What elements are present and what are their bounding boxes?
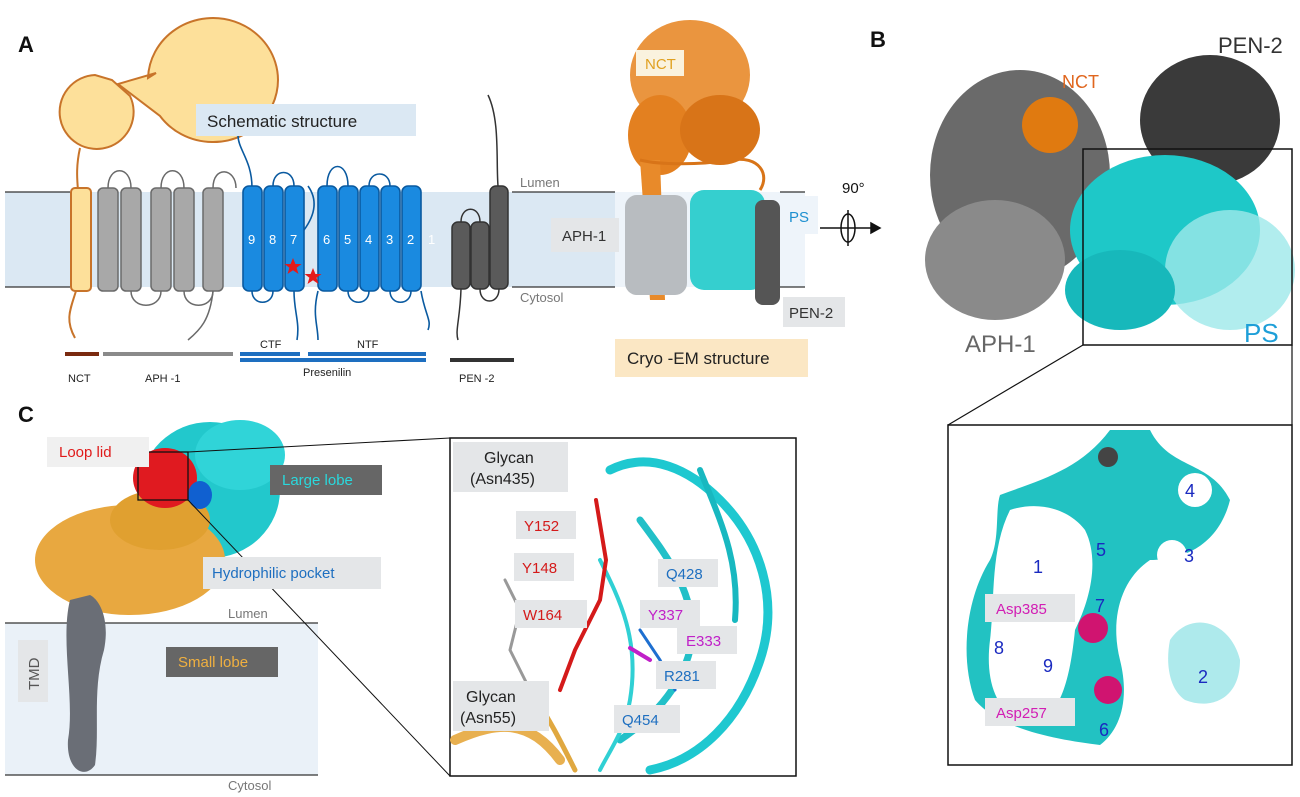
loop-lid-label-box — [47, 437, 149, 467]
svg-text:NTF: NTF — [357, 339, 379, 351]
lumen-label-c: Lumen — [228, 606, 268, 621]
surface-model-b — [925, 55, 1295, 330]
svg-text:6: 6 — [323, 232, 330, 247]
hydrophilic-label: Hydrophilic pocket — [212, 565, 335, 582]
lumen-label-a: Lumen — [520, 175, 560, 190]
membrane-band-c — [5, 623, 318, 775]
tmd-label: TMD — [26, 657, 43, 690]
svg-text:8: 8 — [994, 638, 1004, 658]
svg-text:Presenilin: Presenilin — [303, 367, 351, 379]
svg-text:2: 2 — [1198, 667, 1208, 687]
svg-text:5: 5 — [344, 232, 351, 247]
b-nct-label: NCT — [1062, 72, 1099, 92]
b-ps-label: PS — [1244, 318, 1279, 348]
svg-text:(Asn435): (Asn435) — [470, 471, 535, 488]
cryo-aph1-label-box — [551, 218, 619, 252]
svg-text:CTF: CTF — [260, 339, 282, 351]
tm-number-labels: 9 8 7 6 5 4 3 2 1 — [248, 232, 435, 247]
svg-text:4: 4 — [1185, 481, 1195, 501]
svg-text:8: 8 — [269, 232, 276, 247]
loop-lid-label: Loop lid — [59, 444, 112, 461]
svg-text:3: 3 — [1184, 546, 1194, 566]
svg-text:NCT: NCT — [68, 373, 91, 385]
tmd-label-box — [18, 640, 48, 702]
b-aph1-label: APH-1 — [965, 331, 1036, 358]
rotation-label: 90° — [842, 180, 865, 197]
svg-text:Y337: Y337 — [648, 607, 683, 624]
c-inset-labels: Glycan (Asn435) Y152 Y148 W164 Q428 Y337… — [453, 442, 737, 733]
svg-text:Q454: Q454 — [622, 712, 659, 729]
svg-text:3: 3 — [386, 232, 393, 247]
active-site-star-icon — [284, 258, 322, 284]
cryo-nct-label: NCT — [645, 56, 676, 73]
svg-text:APH -1: APH -1 — [145, 373, 180, 385]
svg-text:Q428: Q428 — [666, 566, 703, 583]
small-lobe-label: Small lobe — [178, 654, 248, 671]
b-inset-cross-section — [966, 430, 1240, 745]
hydrophilic-label-box — [203, 557, 381, 589]
svg-text:W164: W164 — [523, 607, 562, 624]
cryo-title: Cryo -EM structure — [627, 349, 770, 368]
cryo-title-box — [615, 339, 808, 377]
surface-model-c — [35, 420, 285, 772]
asp257-label: Asp257 — [996, 705, 1047, 722]
asp257-label-box — [985, 698, 1075, 726]
panel-label-a: A — [18, 32, 34, 57]
cryo-pen2-label: PEN-2 — [789, 305, 833, 322]
svg-text:9: 9 — [1043, 656, 1053, 676]
presenilin-schematic — [237, 134, 430, 341]
svg-text:2: 2 — [407, 232, 414, 247]
cryo-em-structure — [625, 20, 780, 305]
cytosol-label-a: Cytosol — [520, 290, 563, 305]
cryo-aph1-label: APH-1 — [562, 228, 606, 245]
b-zoom-box — [1082, 148, 1293, 346]
small-lobe-label-box — [166, 647, 278, 677]
large-lobe-label-box — [270, 465, 382, 495]
svg-text:5: 5 — [1096, 540, 1106, 560]
svg-text:Y152: Y152 — [524, 518, 559, 535]
svg-text:6: 6 — [1099, 720, 1109, 740]
rotate-arrow-icon — [820, 210, 882, 246]
svg-text:4: 4 — [365, 232, 372, 247]
svg-text:1: 1 — [428, 232, 435, 247]
pen2-schematic — [451, 94, 509, 341]
cryo-ps-label: PS — [789, 209, 809, 226]
b-helix-numbers: 4 1 5 3 7 8 9 2 6 — [994, 481, 1208, 740]
nct-schematic — [58, 17, 279, 339]
svg-text:Y148: Y148 — [522, 560, 557, 577]
svg-text:Glycan: Glycan — [484, 450, 534, 467]
c-zoom-box — [137, 451, 189, 501]
panel-label-b: B — [870, 27, 886, 52]
schematic-title: Schematic structure — [207, 112, 357, 131]
cytosol-label-c: Cytosol — [228, 778, 271, 793]
svg-text:7: 7 — [1095, 596, 1105, 616]
cryo-ps-label-box — [780, 196, 818, 234]
asp385-label-box — [985, 594, 1075, 622]
asp385-label: Asp385 — [996, 601, 1047, 618]
schematic-title-box — [196, 104, 416, 136]
b-pen2-label: PEN-2 — [1218, 33, 1283, 58]
aph1-schematic — [97, 170, 237, 341]
svg-text:(Asn55): (Asn55) — [460, 710, 516, 727]
cryo-nct-label-box — [636, 50, 684, 76]
panel-label-c: C — [18, 402, 34, 427]
svg-text:7: 7 — [290, 232, 297, 247]
svg-text:Glycan: Glycan — [466, 689, 516, 706]
svg-text:PEN -2: PEN -2 — [459, 373, 494, 385]
component-bars: NCT APH -1 CTF NTF Presenilin PEN -2 — [65, 339, 514, 385]
svg-text:R281: R281 — [664, 668, 700, 685]
svg-text:9: 9 — [248, 232, 255, 247]
cryo-pen2-label-box — [783, 297, 845, 327]
svg-text:E333: E333 — [686, 633, 721, 650]
membrane-band-schematic — [5, 192, 615, 287]
svg-text:1: 1 — [1033, 557, 1043, 577]
large-lobe-label: Large lobe — [282, 472, 353, 489]
